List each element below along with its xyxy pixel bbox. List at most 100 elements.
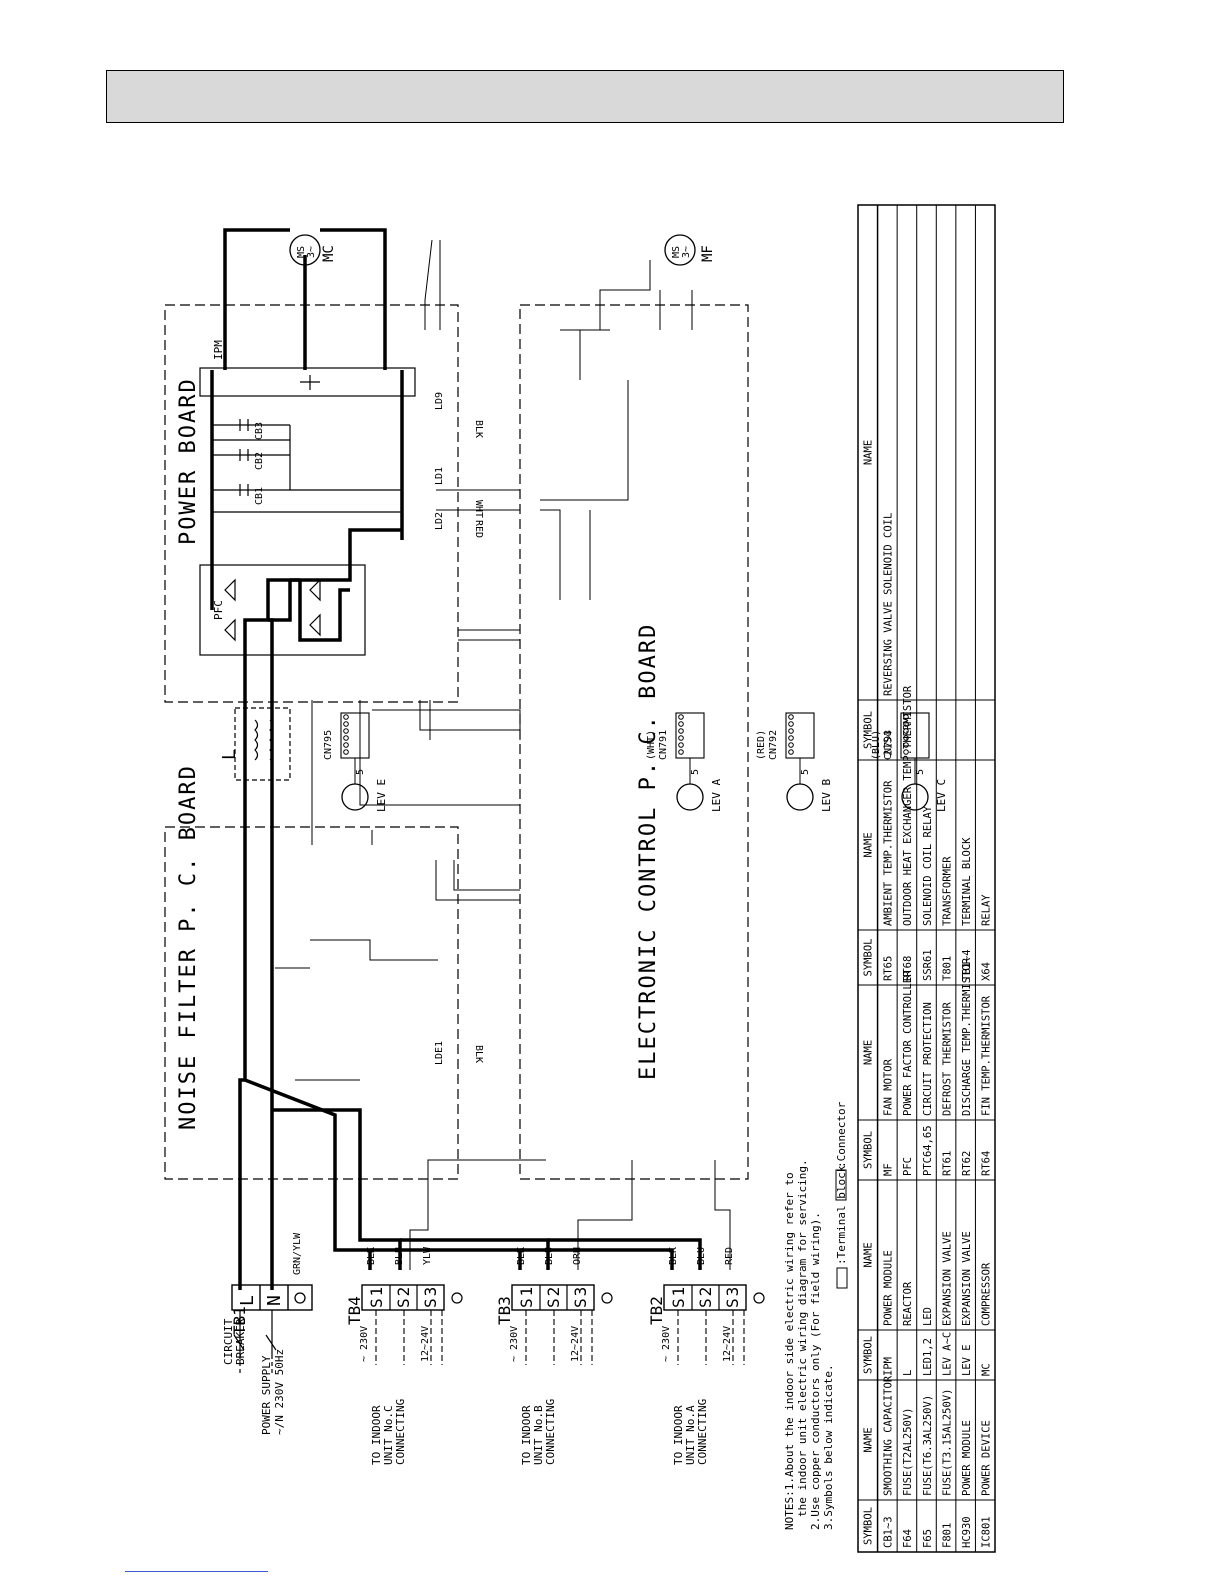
legend-cell: X64 [981, 962, 993, 981]
legend-header: SYMBOL [863, 1507, 875, 1545]
indoor-line2: UNIT No.B [532, 1405, 545, 1465]
indoor-line3: CONNECTING [696, 1399, 709, 1465]
legend-header: SYMBOL [863, 939, 875, 977]
ipm-module [199, 367, 416, 397]
legend-cell: F65 [922, 1529, 934, 1548]
legend-cell: FAN MOTOR [883, 1058, 895, 1116]
legend-cell: PFC [902, 1157, 914, 1176]
wire-blk: BLK [668, 1247, 679, 1265]
lev-pins: 5 [800, 769, 811, 775]
wire-blu: BLU [394, 1247, 405, 1265]
wire-cn61-blu [272, 1108, 362, 1170]
tb1-ground-icon [294, 1292, 306, 1304]
ecpc-board-title: ELECTRONIC CONTROL P. C. BOARD [636, 623, 661, 1080]
cb2-label: CB2 [254, 452, 265, 470]
legend-cell: DEFROST THERMISTOR [941, 1002, 953, 1116]
wht-wire-label: WHT [473, 500, 484, 518]
power-board-outline [164, 304, 459, 703]
indoor-line1: TO INDOOR [672, 1405, 685, 1465]
reactor [234, 707, 291, 781]
legend-cell: LED1,2 [922, 1338, 934, 1376]
compressor-motor [289, 234, 696, 266]
legend-header: NAME [863, 832, 875, 857]
legend-cell: HC930 [961, 1516, 973, 1548]
wire-w [320, 228, 387, 370]
indoor-line1: TO INDOOR [520, 1405, 533, 1465]
legend-header: NAME [863, 440, 875, 465]
wire-blu: BLU [696, 1247, 707, 1265]
indoor-line1: TO INDOOR [370, 1405, 383, 1465]
wire-l-line [238, 810, 247, 1290]
legend-cell: IPM [883, 1357, 895, 1376]
tb-label: TB4 [345, 1296, 364, 1325]
voltage-12-24v: 12~24V [722, 1326, 733, 1362]
legend-cell: IC801 [981, 1516, 993, 1548]
voltage-230v: ~ 230V [509, 1326, 520, 1362]
terminal-s1: S1 [367, 1285, 386, 1308]
legend-cell: COMPRESSOR [981, 1262, 993, 1326]
fan-ms3-label: 3~ [681, 246, 692, 258]
blk-wire-ld9: BLK [473, 420, 484, 438]
legend-cell: SOLENOID COIL RELAY [922, 805, 934, 926]
mf-label: MF [700, 245, 716, 262]
ground-icon [753, 1292, 765, 1304]
legend-cell: AMBIENT TEMP.THERMISTOR [883, 780, 895, 926]
pfc-loop2 [298, 580, 350, 642]
lev-color: (BLU) [871, 730, 882, 760]
wire-tb3-blk [370, 1248, 522, 1270]
ecpc-board-outline [519, 304, 749, 1180]
ld1-label: LD1 [434, 467, 445, 485]
legend-cell: POWER FACTOR CONTROLLER [902, 970, 914, 1116]
legend-cell: FUSE(T3.15AL250V) [941, 1389, 953, 1496]
legend-cell: TERMINAL BLOCK [961, 837, 973, 926]
legend-header: NAME [863, 1040, 875, 1065]
wire-blk: BLK [516, 1247, 527, 1265]
terminal-s1: S1 [669, 1285, 688, 1308]
lev-pins: 5 [690, 769, 701, 775]
noise-filter-title: NOISE FILTER P. C. BOARD [176, 764, 201, 1130]
lev-connector: CN791 [658, 730, 669, 760]
legend-header: NAME [863, 1242, 875, 1267]
wire-blu: BLU [544, 1247, 555, 1265]
legend-cell: F801 [941, 1523, 953, 1548]
wire-s3: ORN [572, 1247, 583, 1265]
wire-tb4-blk [333, 1170, 372, 1270]
tb1-n: N [264, 1293, 285, 1306]
lev-connector: CN792 [768, 730, 779, 760]
legend-cell: RELAY [981, 894, 993, 926]
legend-cell: L [902, 1370, 914, 1376]
wire-l-to-reactor [243, 618, 250, 810]
legend-cell: RT65 [883, 956, 895, 981]
note-1b: the indoor unit electric wiring diagram … [796, 1159, 809, 1517]
legend-cell: PTC64,65 [922, 1125, 934, 1176]
cb1-label: CB1 [254, 487, 265, 505]
indoor-line3: CONNECTING [544, 1399, 557, 1465]
ld2-label: LD2 [434, 512, 445, 530]
wire-r [250, 580, 292, 622]
legend-cell: SMOOTHING CAPACITOR [883, 1375, 895, 1496]
blk-wire-lde1: BLK [473, 1045, 484, 1063]
legend-cell: DISCHARGE TEMP.THERMISTOR [961, 957, 973, 1116]
legend-cell: OUTDOOR HEAT EXCHANGER TEMP.THERMISTOR [902, 685, 914, 926]
pfc-label: PFC [212, 600, 225, 620]
lev-connector: CN793 [883, 730, 894, 760]
legend-cell: MC [981, 1363, 993, 1376]
ipm-label: IPM [212, 340, 225, 360]
legend-cell: FUSE(T2AL250V) [902, 1407, 914, 1496]
grn-ylw-label: GRN/YLW [292, 1232, 303, 1275]
noise-filter-board-outline [164, 826, 459, 1180]
legend-cell: LEV E [961, 1344, 973, 1376]
lev-pins: 5 [355, 769, 366, 775]
wire-tb4-blu [358, 1170, 402, 1270]
ground-icon [451, 1292, 463, 1304]
lev-connector: CN795 [323, 730, 334, 760]
legend-cell: LED [922, 1307, 934, 1326]
legend-header: NAME [863, 1427, 875, 1452]
indoor-line2: UNIT No.A [684, 1405, 697, 1465]
